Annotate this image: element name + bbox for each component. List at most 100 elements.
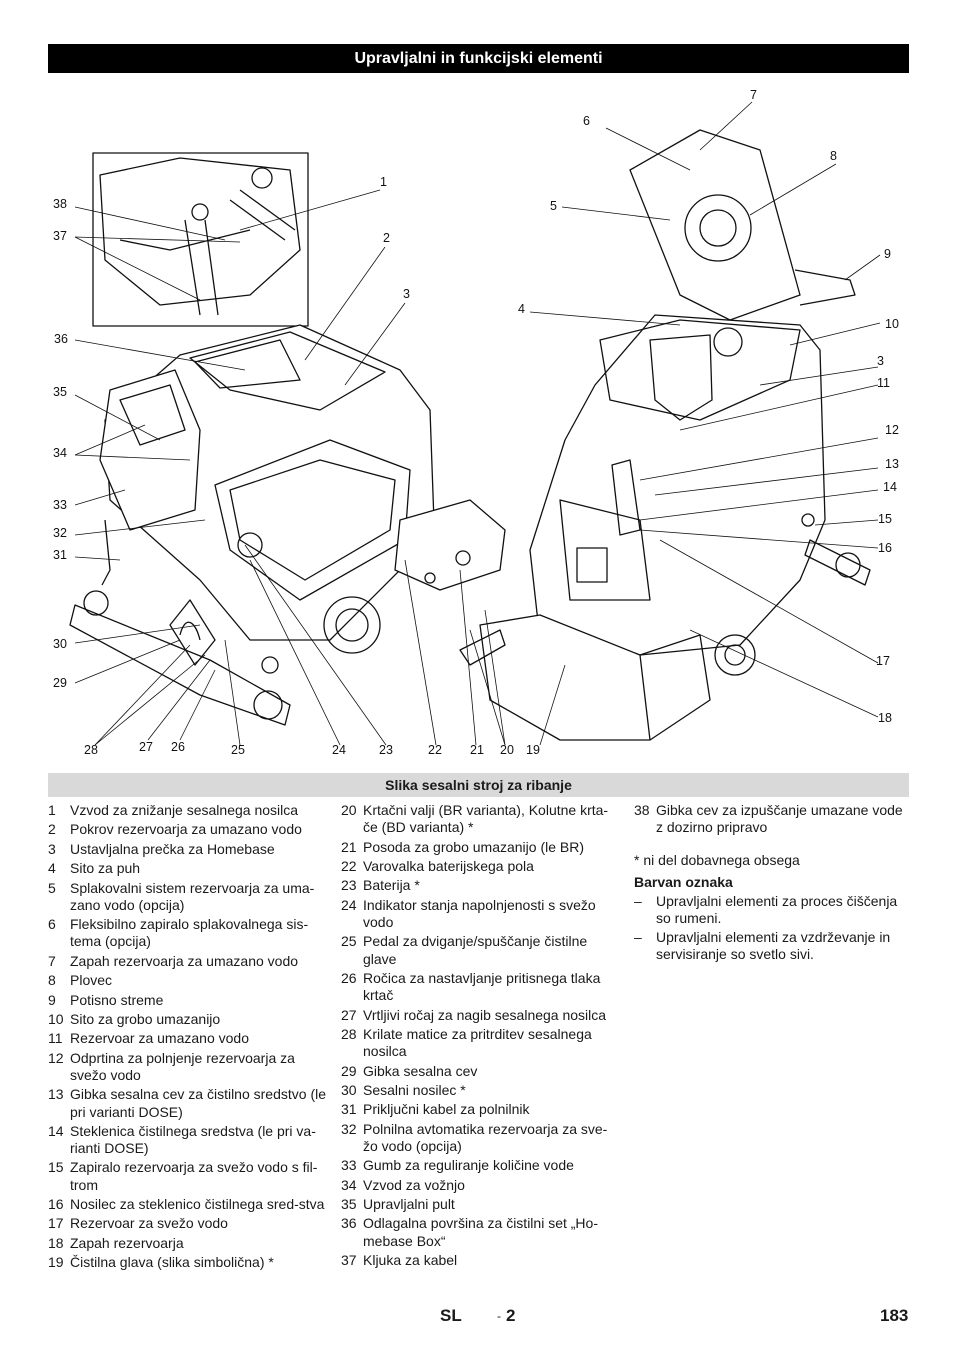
legend-item-number: 18 <box>48 1234 64 1251</box>
legend-item-number: 33 <box>341 1157 357 1174</box>
legend-item-text: Fleksibilno zapiralo splakovalnega sis-t… <box>70 916 309 950</box>
scrubber-drawing: 1234567891031112131415161718192021222324… <box>53 88 899 757</box>
legend-item-text: Zapah rezervoarja <box>70 1234 184 1251</box>
callout-number: 33 <box>53 498 67 512</box>
callout-number: 18 <box>878 711 892 725</box>
callout-number: 19 <box>526 743 540 757</box>
callout-number: 22 <box>428 743 442 757</box>
legend-item-number: 20 <box>341 802 357 818</box>
callout-number: 38 <box>53 197 67 211</box>
color-coding-item: –Upravljalni elementi za vzdrževanje in … <box>634 929 910 963</box>
legend-item-text: Baterija * <box>363 877 420 894</box>
callout-number: 30 <box>53 637 67 651</box>
legend-item-number: 1 <box>48 802 56 818</box>
page-title: Upravljalni in funkcijski elementi <box>48 44 909 73</box>
callout-number: 7 <box>750 88 757 102</box>
color-coding-item: –Upravljalni elementi za proces čiščenja… <box>634 893 910 927</box>
legend-item-number: 16 <box>48 1196 64 1213</box>
legend-item: 4 Sito za puh <box>48 860 328 877</box>
callout-number: 23 <box>379 743 393 757</box>
legend-item: 20 Krtačni valji (BR varianta), Kolutne k… <box>341 802 619 836</box>
legend-item-text: Upravljalni pult <box>363 1196 455 1213</box>
dash-bullet: – <box>634 892 642 909</box>
legend-item-text: Potisno streme <box>70 991 164 1008</box>
legend-item-number: 34 <box>341 1176 357 1193</box>
legend-item-text: Gumb za reguliranje količine vode <box>363 1157 574 1174</box>
legend-item-number: 25 <box>341 933 357 950</box>
callout-number: 35 <box>53 385 67 399</box>
callout-number: 36 <box>54 332 68 346</box>
legend-item-text: Plovec <box>70 972 113 989</box>
legend-item-number: 4 <box>48 860 56 877</box>
legend-item-number: 13 <box>48 1086 64 1103</box>
legend-item-text: Sito za puh <box>70 860 141 877</box>
callout-number: 25 <box>231 743 245 757</box>
color-coding-text: Upravljalni elementi za vzdrževanje in s… <box>656 929 891 963</box>
callout-number: 31 <box>53 548 67 562</box>
legend-item-number: 31 <box>341 1101 357 1118</box>
callout-number: 28 <box>84 743 98 757</box>
figure-caption: Slika sesalni stroj za ribanje <box>48 773 909 797</box>
callout-number: 11 <box>877 376 890 390</box>
legend-item-text: Ustavljalna prečka za Homebase <box>70 840 275 857</box>
legend-item-number: 5 <box>48 879 56 896</box>
callout-labels: 1234567891031112131415161718192021222324… <box>53 88 899 757</box>
legend-item-text: Rezervoar za umazano vodo <box>70 1030 249 1047</box>
legend-item-text: Krtačni valji (BR varianta), Kolutne krt… <box>363 802 609 836</box>
legend-item: 25 Pedal za dviganje/spuščanje čistilne g… <box>341 933 619 967</box>
callout-number: 14 <box>883 480 897 494</box>
legend-item-text: Steklenica čistilnega sredstva (le pri v… <box>70 1122 316 1157</box>
legend-item-number: 17 <box>48 1215 64 1232</box>
callout-number: 3 <box>403 287 410 301</box>
callout-number: 32 <box>53 526 67 540</box>
callout-number: 37 <box>53 229 67 243</box>
legend-item-number: 24 <box>341 896 357 913</box>
legend-item-text: Posoda za grobo umazanijo (le BR) <box>363 838 585 855</box>
legend-item-text: Pedal za dviganje/spuščanje čistilne gla… <box>363 933 588 967</box>
callout-number: 34 <box>53 446 67 460</box>
legend-item-text: Vzvod za vožnjo <box>363 1176 465 1193</box>
legend-item-number: 8 <box>48 972 56 989</box>
legend-item-text: Ročica za nastavljanje pritisnega tlaka … <box>363 969 601 1004</box>
legend-item: 17 Rezervoar za svežo vodo <box>48 1215 328 1232</box>
color-coding-list: –Upravljalni elementi za proces čiščenja… <box>634 893 910 964</box>
legend-item-number: 10 <box>48 1010 64 1027</box>
legend-item-text: Čistilna glava (slika simbolična) * <box>70 1254 274 1271</box>
legend-item-number: 14 <box>48 1122 64 1139</box>
legend-item-text: Rezervoar za svežo vodo <box>70 1215 228 1232</box>
legend-item-number: 28 <box>341 1025 357 1042</box>
footer-separator: - <box>497 1309 501 1323</box>
legend-item-number: 35 <box>341 1196 357 1213</box>
callout-number: 2 <box>383 231 390 245</box>
callout-number: 13 <box>885 457 899 471</box>
legend-item-text: Kljuka za kabel <box>363 1252 458 1269</box>
callout-number: 10 <box>885 317 899 331</box>
callout-number: 9 <box>884 247 891 261</box>
legend-item-text: Varovalka baterijskega pola <box>363 857 534 874</box>
legend-item: 8 Plovec <box>48 972 328 989</box>
footer-language: SL <box>440 1306 462 1325</box>
legend-item-number: 15 <box>48 1159 64 1176</box>
legend-item: 14 Steklenica čistilnega sredstva (le pri… <box>48 1123 328 1157</box>
legend-item-text: Polnilna avtomatika rezervoarja za sve-ž… <box>363 1120 608 1154</box>
